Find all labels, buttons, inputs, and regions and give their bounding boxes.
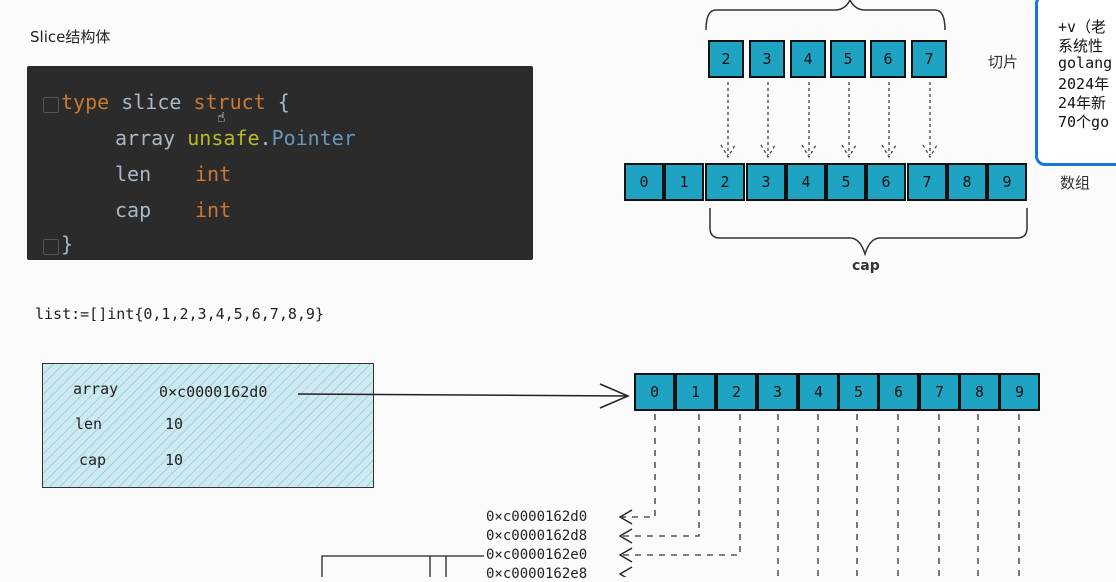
package-unsafe: unsafe bbox=[187, 126, 260, 150]
field-value-len: 10 bbox=[165, 415, 184, 433]
array-cell: 5 bbox=[826, 163, 866, 201]
section-title: Slice结构体 bbox=[30, 28, 111, 46]
array-label: 数组 bbox=[1060, 174, 1091, 192]
field-name-array: array bbox=[73, 380, 119, 398]
memory-cell: 4 bbox=[798, 373, 839, 411]
keyword-type: type bbox=[61, 90, 110, 114]
cap-label: cap bbox=[852, 258, 880, 274]
field-name-cap: cap bbox=[79, 451, 107, 469]
memory-address: 0×c0000162d0 bbox=[486, 509, 588, 525]
field-cap: cap bbox=[115, 198, 152, 222]
pointer-arrow bbox=[297, 393, 627, 397]
memory-cell: 7 bbox=[919, 373, 960, 411]
code-line-5: } bbox=[61, 232, 73, 256]
dot: . bbox=[259, 126, 272, 150]
bottom-structure-lines bbox=[321, 555, 484, 577]
slice-label: 切片 bbox=[988, 53, 1019, 71]
keyword-struct: struct bbox=[193, 90, 266, 114]
panel-line: +v（老 bbox=[1058, 18, 1107, 36]
slice-cell: 2 bbox=[708, 40, 744, 78]
memory-cell: 1 bbox=[675, 373, 716, 411]
cap-brace bbox=[709, 208, 1028, 257]
mouse-cursor-icon: ☝ bbox=[217, 110, 226, 126]
field-array: array bbox=[115, 126, 176, 150]
panel-line: 2024年 bbox=[1058, 75, 1110, 93]
slice-cell: 4 bbox=[790, 40, 826, 78]
panel-line: golang bbox=[1058, 54, 1113, 72]
field-value-cap: 10 bbox=[165, 451, 184, 469]
close-brace: } bbox=[61, 232, 74, 256]
memory-cell: 5 bbox=[838, 373, 879, 411]
array-cell: 9 bbox=[987, 163, 1027, 201]
code-block: type slice struct { array unsafe.Pointer… bbox=[27, 66, 533, 260]
memory-cell: 8 bbox=[959, 373, 1000, 411]
array-cell: 0 bbox=[624, 163, 664, 201]
slice-cell: 3 bbox=[749, 40, 785, 78]
code-line-4: cap bbox=[115, 198, 151, 222]
code-line-1: type slice struct { bbox=[61, 90, 290, 114]
slice-header-box: array 0×c0000162d0 len 10 cap 10 bbox=[42, 363, 374, 488]
array-cell: 8 bbox=[947, 163, 987, 201]
fold-icon[interactable] bbox=[43, 239, 59, 255]
list-literal: list:=[]int{0,1,2,3,4,5,6,7,8,9} bbox=[35, 305, 324, 323]
memory-cell: 9 bbox=[999, 373, 1040, 411]
field-value-array: 0×c0000162d0 bbox=[159, 383, 268, 401]
slice-to-array-arrows bbox=[720, 82, 938, 159]
struct-name: slice bbox=[109, 90, 194, 114]
type-int: int bbox=[195, 162, 232, 186]
field-len: len bbox=[115, 162, 152, 186]
memory-cell: 2 bbox=[716, 373, 757, 411]
array-cell: 1 bbox=[664, 163, 704, 201]
memory-cell: 0 bbox=[634, 373, 675, 411]
array-cell: 2 bbox=[705, 163, 745, 201]
memory-address: 0×c0000162e0 bbox=[486, 547, 588, 563]
array-cell: 4 bbox=[786, 163, 826, 201]
slice-cell: 6 bbox=[870, 40, 906, 78]
slice-cell: 5 bbox=[830, 40, 866, 78]
slice-cell: 7 bbox=[911, 40, 947, 78]
memory-cell: 6 bbox=[878, 373, 919, 411]
memory-cell: 3 bbox=[757, 373, 798, 411]
field-name-len: len bbox=[75, 415, 103, 433]
open-brace: { bbox=[265, 90, 290, 114]
panel-line: 24年新 bbox=[1058, 94, 1107, 112]
code-line-2: array unsafe.Pointer bbox=[115, 126, 356, 150]
memory-dashed-lines bbox=[622, 414, 1020, 577]
type-int: int bbox=[195, 198, 232, 222]
array-cell: 3 bbox=[746, 163, 786, 201]
panel-line: 系统性 bbox=[1058, 37, 1104, 55]
array-cell: 7 bbox=[907, 163, 947, 201]
memory-address: 0×c0000162d8 bbox=[486, 528, 588, 544]
panel-line: 70个go bbox=[1058, 113, 1110, 131]
fold-icon[interactable] bbox=[43, 97, 59, 113]
array-cell: 6 bbox=[866, 163, 906, 201]
type-pointer: Pointer bbox=[271, 126, 356, 150]
code-line-3: len bbox=[115, 162, 151, 186]
slice-brace bbox=[705, 0, 946, 31]
memory-address: 0×c0000162e8 bbox=[486, 566, 588, 582]
promo-panel[interactable]: +v（老 系统性 golang 2024年 24年新 70个go bbox=[1035, 0, 1116, 166]
